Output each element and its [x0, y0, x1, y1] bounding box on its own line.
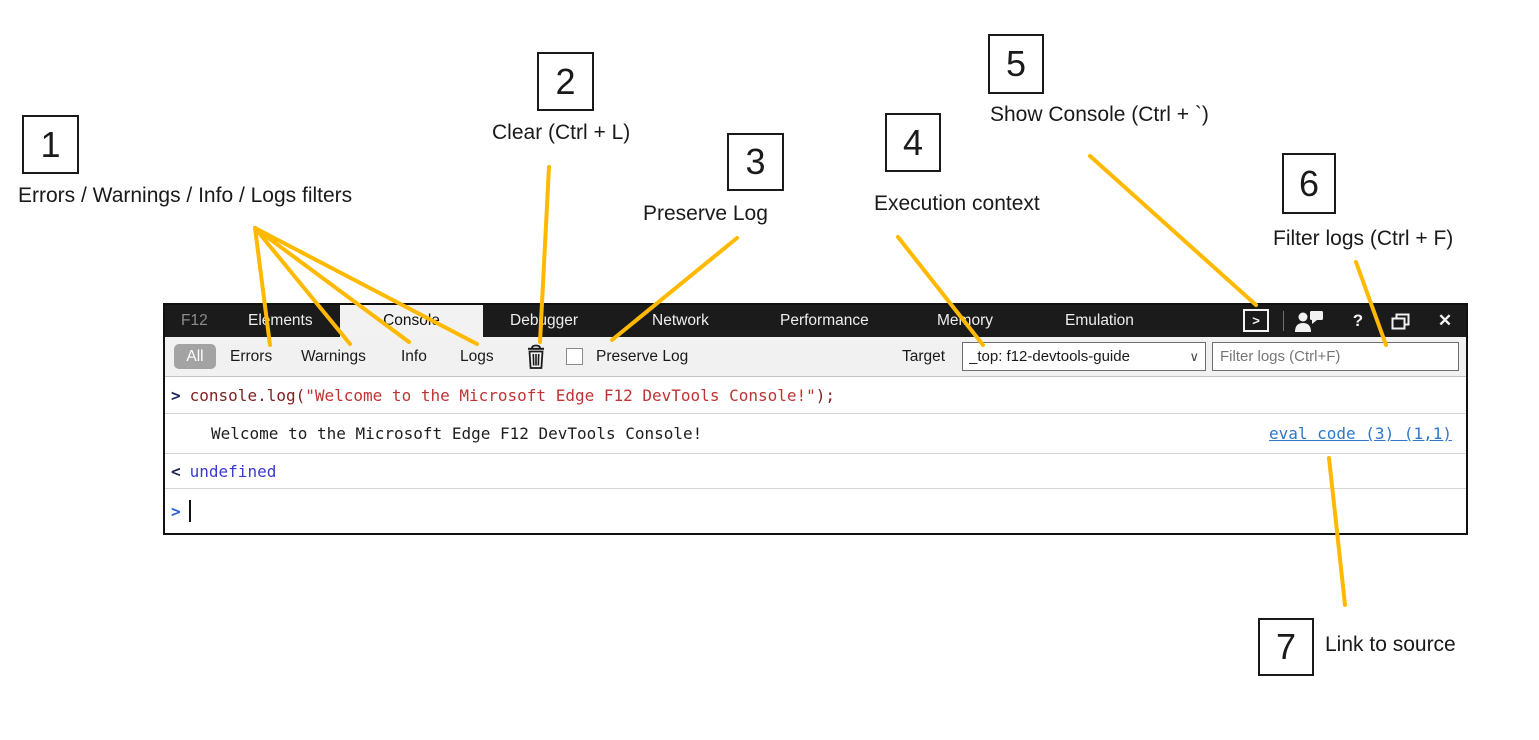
callout-number-6: 6	[1298, 162, 1320, 204]
callout-box-5: 5	[988, 34, 1044, 94]
console-prompt-row[interactable]: >	[165, 489, 1466, 533]
tab-emulation[interactable]: Emulation	[1065, 312, 1134, 329]
tab-console-label: Console	[383, 312, 440, 329]
devtools-window: F12 Elements Console Debugger Network Pe…	[163, 303, 1468, 535]
show-console-icon[interactable]: >	[1243, 309, 1269, 332]
callout-box-3: 3	[727, 133, 784, 191]
preserve-log-checkbox[interactable]	[566, 348, 583, 365]
callout-box-2: 2	[537, 52, 594, 111]
callout-number-7: 7	[1275, 626, 1297, 667]
input-echo-chevron-icon: >	[171, 385, 181, 405]
callout-number-2: 2	[555, 60, 576, 102]
restore-window-icon[interactable]	[1391, 313, 1411, 335]
help-icon[interactable]: ?	[1352, 311, 1364, 330]
callout-number-4: 4	[902, 121, 924, 163]
callout-label-6: Filter logs (Ctrl + F)	[1273, 227, 1454, 250]
tab-elements[interactable]: Elements	[248, 312, 313, 329]
tab-console[interactable]: Console	[340, 305, 483, 337]
console-input-echo-row: > console.log( "Welcome to the Microsoft…	[165, 377, 1466, 414]
filter-info-button[interactable]: Info	[401, 348, 427, 365]
filter-errors-button[interactable]: Errors	[230, 348, 273, 365]
callout-box-1: 1	[22, 115, 79, 174]
callout-label-2: Clear (Ctrl + L)	[492, 121, 631, 144]
close-icon[interactable]: ✕	[1437, 311, 1453, 330]
callout-label-4: Execution context	[874, 192, 1040, 215]
console-output-row: Welcome to the Microsoft Edge F12 DevToo…	[165, 414, 1466, 454]
filter-logs-button[interactable]: Logs	[460, 348, 494, 365]
source-link[interactable]: eval code (3) (1,1)	[1268, 424, 1452, 443]
clear-console-button[interactable]	[525, 344, 547, 370]
filter-logs-input[interactable]	[1212, 342, 1459, 371]
target-label: Target	[902, 348, 946, 365]
preserve-log-label[interactable]: Preserve Log	[596, 348, 689, 365]
text-cursor	[188, 500, 191, 522]
titlebar-separator	[1283, 311, 1284, 331]
echo-string: "Welcome to the Microsoft Edge F12 DevTo…	[305, 385, 816, 405]
callout-number-5: 5	[1005, 43, 1027, 84]
echo-code-end: );	[815, 385, 836, 405]
filter-all-button[interactable]: All	[174, 344, 216, 369]
tab-network[interactable]: Network	[652, 312, 709, 329]
target-select-value: _top: f12-devtools-guide	[969, 348, 1130, 365]
tab-performance[interactable]: Performance	[780, 312, 869, 329]
prompt-chevron-icon: >	[171, 501, 181, 521]
callout-label-1: Errors / Warnings / Info / Logs filters	[18, 184, 353, 207]
feedback-icon[interactable]	[1293, 310, 1325, 337]
callout-box-7: 7	[1258, 618, 1314, 676]
result-value: undefined	[189, 461, 277, 481]
tab-f12: F12	[181, 312, 208, 329]
tab-debugger[interactable]: Debugger	[510, 312, 579, 329]
callout-label-3: Preserve Log	[643, 202, 768, 225]
callout-number-3: 3	[745, 141, 766, 182]
chevron-down-icon: ∨	[1189, 348, 1199, 364]
callout-box-6: 6	[1282, 153, 1336, 214]
console-toolbar: All Errors Warnings Info Logs Preserve L…	[165, 337, 1466, 377]
target-select[interactable]: _top: f12-devtools-guide ∨	[962, 342, 1206, 371]
filter-warnings-button[interactable]: Warnings	[301, 348, 366, 365]
log-message: Welcome to the Microsoft Edge F12 DevToo…	[211, 424, 703, 443]
devtools-tabbar: F12 Elements Console Debugger Network Pe…	[165, 305, 1466, 337]
callout-box-4: 4	[885, 113, 941, 172]
tab-memory[interactable]: Memory	[937, 312, 993, 329]
callout-label-7: Link to source	[1325, 633, 1456, 656]
callout-line-show-console	[1088, 154, 1258, 307]
callout-label-5: Show Console (Ctrl + `)	[990, 103, 1209, 126]
result-chevron-icon: <	[171, 461, 181, 481]
echo-code: console.log(	[189, 385, 306, 405]
callout-number-1: 1	[40, 123, 61, 165]
console-result-row: < undefined	[165, 454, 1466, 489]
